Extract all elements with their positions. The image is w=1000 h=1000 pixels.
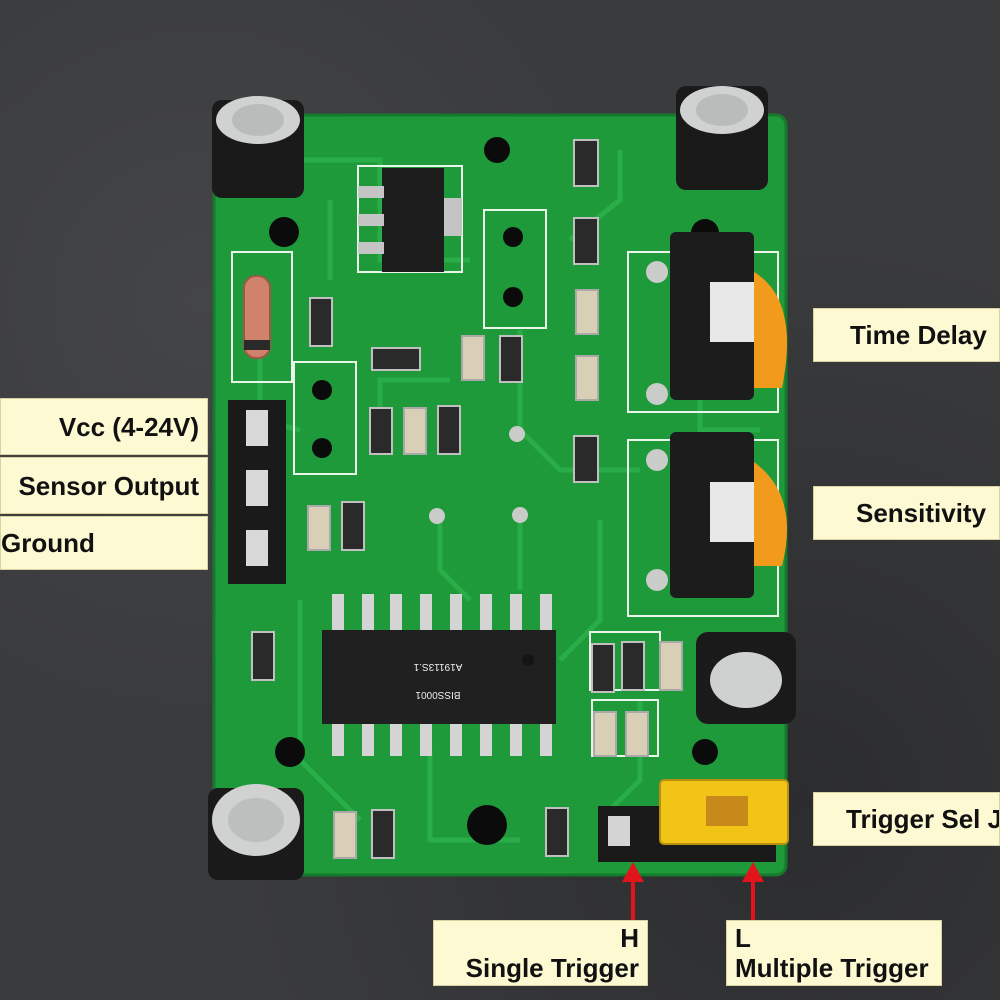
chip-marking-line2: A19113S.1 — [413, 661, 462, 672]
capacitor-right — [696, 632, 796, 724]
chip-marking-line1: BISS0001 — [415, 689, 460, 700]
smd-components — [251, 139, 683, 859]
biss0001-chip: BISS0001 A19113S.1 — [322, 594, 556, 756]
label-h-letter: H — [620, 923, 639, 953]
header-pins — [228, 400, 286, 584]
diode — [243, 275, 271, 359]
capacitor-bottom-left — [208, 784, 304, 880]
label-multiple-trigger: L Multiple Trigger — [726, 920, 942, 986]
potentiometer-sensitivity — [670, 432, 788, 598]
label-vcc: Vcc (4-24V) — [0, 398, 208, 455]
label-single-trigger: H Single Trigger — [433, 920, 648, 986]
label-h-text: Single Trigger — [465, 953, 639, 983]
label-time-delay: Time Delay — [813, 308, 1000, 362]
capacitor-top-right — [676, 86, 768, 190]
voltage-regulator — [358, 168, 462, 272]
label-trigger-sel: Trigger Sel J — [813, 792, 1000, 846]
trigger-jumper — [598, 779, 789, 862]
potentiometer-time-delay — [670, 232, 788, 400]
label-l-letter: L — [735, 923, 751, 953]
capacitor-top-left — [212, 96, 304, 198]
label-sensor-output: Sensor Output — [0, 457, 208, 514]
label-sensitivity: Sensitivity — [813, 486, 1000, 540]
label-l-text: Multiple Trigger — [735, 953, 929, 983]
label-ground: Ground — [0, 516, 208, 570]
